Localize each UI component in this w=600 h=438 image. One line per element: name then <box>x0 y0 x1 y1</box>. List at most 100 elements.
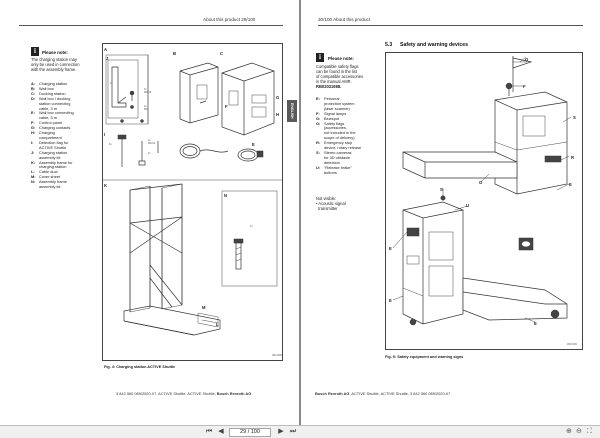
assembly-frame <box>123 183 221 336</box>
legend-item: U:"Release brake"buttons <box>316 164 352 175</box>
label-s: S <box>440 187 443 192</box>
page-number-input[interactable] <box>229 427 271 437</box>
detection-flag <box>117 134 159 167</box>
figure-frame <box>102 43 283 361</box>
docking-station <box>221 62 275 136</box>
legend-list: A:Charging station B:Wall box C:Docking … <box>31 81 101 190</box>
note-title: Please note: <box>42 50 68 55</box>
legend-item: F:Control panel <box>31 120 63 126</box>
display-screen <box>522 115 546 137</box>
pdf-viewer-toolbar: ⏮ ◀ ▶ ⏭ ⊕ ⊖ ⛶ <box>0 425 600 438</box>
charging-compartment <box>251 106 267 118</box>
note-text: The charging station may only be used in… <box>31 57 80 73</box>
legend-item: C:Docking station <box>31 90 66 96</box>
header-rule <box>318 25 583 26</box>
section-title: Safety and warning devices <box>400 42 469 48</box>
label-e: E <box>389 298 392 303</box>
nut <box>130 105 134 109</box>
note-text: Compatible safety flags can be found in … <box>316 64 364 90</box>
front-panel <box>428 231 454 261</box>
assembly-kit-box <box>107 59 139 119</box>
warning-sign <box>518 237 534 251</box>
note-title: Please note: <box>328 56 354 61</box>
label-s: S <box>573 115 576 120</box>
rear-lift-arm <box>402 151 518 179</box>
label-e: E <box>569 182 572 187</box>
page-footer: Bosch Rexroth AG, ACTIVE Shuttle, ACTIVE… <box>315 391 451 396</box>
legend-item: A:Charging station <box>31 81 68 86</box>
info-icon: i <box>316 53 324 62</box>
screw-qty-label: 2x M6 <box>144 105 148 111</box>
figure-frame <box>385 52 583 350</box>
screw-qty-label: 4x <box>148 152 151 155</box>
screw-qty-label: 2x <box>250 225 253 228</box>
figure-code: 000 0000 <box>272 354 282 357</box>
panel-letter-k: K <box>104 183 108 188</box>
screw-qty-label: 6x <box>109 143 112 146</box>
legend-item: G:Bluespot <box>316 115 340 121</box>
fullscreen-icon[interactable]: ⛶ <box>587 428 592 435</box>
screw-qty-label: 4x M8x18 <box>144 88 152 94</box>
signal-lamp <box>505 82 513 90</box>
front-lower-panel <box>428 265 454 297</box>
label-o: O <box>525 57 529 62</box>
legend-item: L:Cable duct <box>31 169 58 175</box>
label-h: H <box>276 112 280 117</box>
panel-n-box <box>221 190 278 287</box>
charging-contacts <box>251 94 267 104</box>
figure-caption: Fig. 4: Charging station ACTIVE Shuttle <box>104 365 176 369</box>
document-page-30: 30/100 About this product 5.3 Safety and… <box>301 0 600 425</box>
label-g: G <box>479 180 483 185</box>
legend-item: B:Wall box <box>31 85 54 91</box>
zoom-out-icon[interactable]: ⊖ <box>576 428 582 435</box>
section-number: 5.3 <box>385 42 393 48</box>
label-e: E <box>252 142 255 147</box>
mounting-bracket <box>111 66 127 108</box>
connecting-cables <box>179 143 264 162</box>
panel-letter-j: J <box>106 56 109 61</box>
legend-item: M:Cover sheet <box>31 174 60 180</box>
wheel <box>550 309 560 319</box>
label-e: E <box>389 246 392 251</box>
bosch-label <box>544 155 562 163</box>
panel-letter-c: C <box>220 51 224 56</box>
charging-station-figure <box>102 54 283 336</box>
screw-qty-label: 4x M6x12 <box>148 139 156 145</box>
previous-page-icon[interactable]: ◀ <box>218 428 224 435</box>
last-page-icon[interactable]: ⏭ <box>289 428 297 435</box>
wall-box-panel <box>196 84 208 100</box>
wheel <box>409 318 417 326</box>
label-e: E <box>534 321 537 326</box>
panel-letter-n: N <box>224 193 228 198</box>
cable-duct <box>201 319 219 324</box>
next-page-icon[interactable]: ▶ <box>278 428 284 435</box>
assembly-kit-parts <box>111 66 144 123</box>
panel-letter-m: M <box>202 305 206 310</box>
safety-flag <box>512 56 533 92</box>
first-page-icon[interactable]: ⏮ <box>205 428 213 435</box>
washer <box>140 119 144 123</box>
document-page-29: About this product 29/100 i Please note:… <box>0 0 299 425</box>
anchor-screw <box>233 238 244 270</box>
panel-letter-b: B <box>173 51 177 56</box>
zoom-in-icon[interactable]: ⊕ <box>566 428 572 435</box>
screw-qty-label: 2x <box>110 82 113 85</box>
screw <box>129 90 135 96</box>
label-f: F <box>225 104 228 109</box>
stereo-camera <box>406 227 420 237</box>
panel-letter-a: A <box>104 47 108 52</box>
panel-letter-l: L <box>216 322 219 327</box>
wall-box <box>179 62 219 124</box>
page-header: About this product 29/100 <box>203 17 256 22</box>
front-lift-arm <box>462 277 568 321</box>
legend-item: G:Charging contacts <box>31 125 71 131</box>
